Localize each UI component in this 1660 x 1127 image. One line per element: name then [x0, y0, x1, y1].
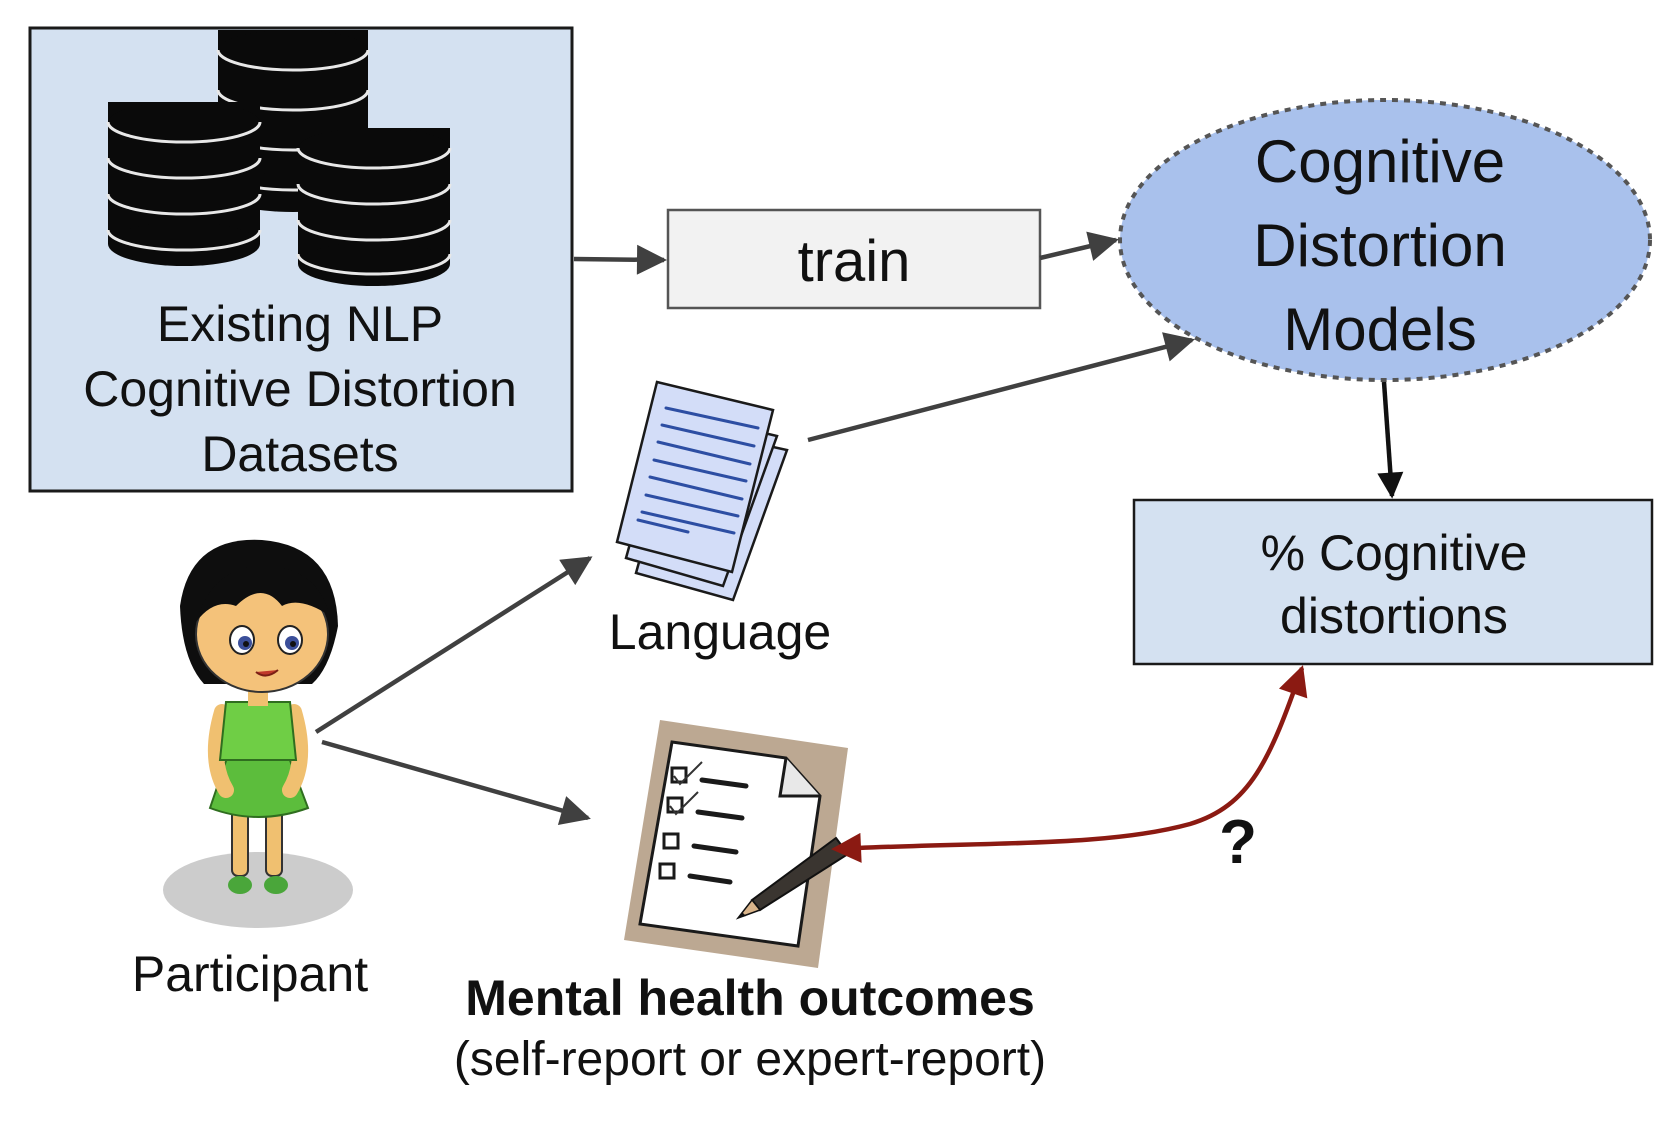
percent-label: % Cognitive distortions [1134, 522, 1654, 648]
models-ellipse [1118, 98, 1652, 382]
datasets-line-2: Cognitive Distortion [83, 361, 517, 417]
models-to-percent-arrow [1377, 381, 1404, 499]
datasets-label: Existing NLP Cognitive Distortion Datase… [28, 292, 572, 487]
datasets-to-train-arrow [573, 244, 667, 275]
percent-line-2: distortions [1280, 588, 1508, 644]
percent-line-1: % Cognitive [1260, 525, 1528, 581]
datasets-line-3: Datasets [201, 426, 399, 482]
models-label: Cognitive Distortion Models [1150, 120, 1610, 372]
outcomes-percent-link [831, 665, 1308, 863]
models-line-1: Cognitive [1254, 128, 1506, 195]
datasets-line-1: Existing NLP [156, 296, 444, 352]
outcomes-title: Mental health outcomes [465, 970, 1035, 1026]
language-to-models-arrow [807, 332, 1195, 443]
models-line-3: Models [1283, 296, 1477, 363]
models-line-2: Distortion [1253, 212, 1507, 279]
participant-label: Participant [131, 946, 369, 1002]
database-stack-icon [106, 30, 452, 286]
checklist-pencil-icon [624, 720, 850, 968]
train-label: train [797, 229, 911, 294]
train-box [666, 208, 1042, 310]
document-stack-icon [615, 380, 789, 602]
language-label: Language [608, 604, 832, 660]
participant-to-outcomes-arrow [321, 739, 591, 826]
participant-to-language-arrow [314, 556, 593, 734]
question-mark: ? [1219, 808, 1257, 877]
train-to-models-arrow [1039, 231, 1119, 261]
percent-box [1132, 498, 1654, 666]
outcomes-subtitle: (self-report or expert-report) [453, 1033, 1047, 1086]
participant-avatar-icon [163, 539, 353, 928]
